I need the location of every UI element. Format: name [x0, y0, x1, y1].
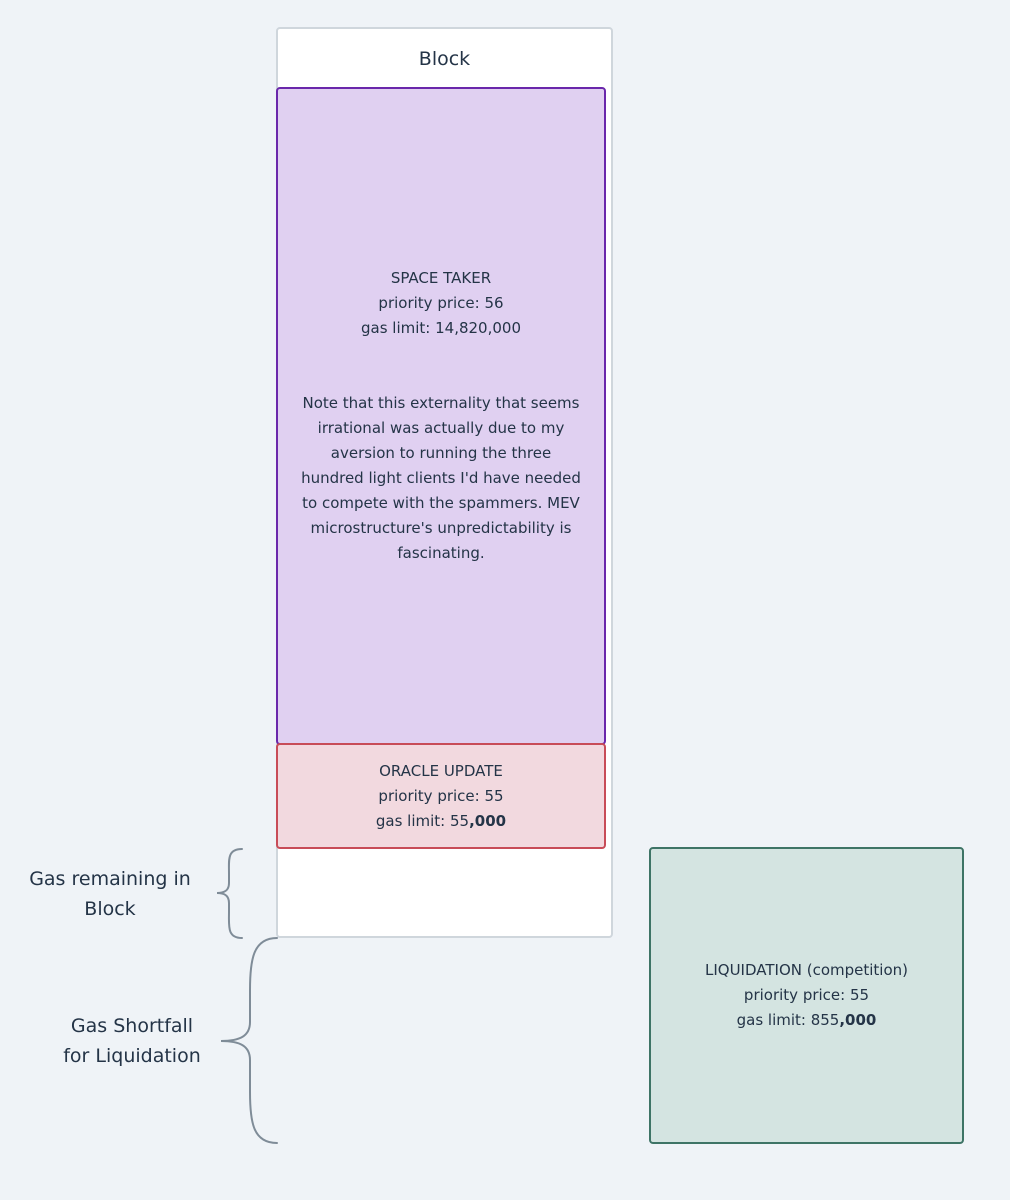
note-line: Note that this externality that seems: [302, 394, 580, 412]
note-line: aversion to running the three: [330, 444, 552, 462]
gas-remaining-brace: [216, 848, 243, 939]
gas-remaining-label-line2: Block: [84, 898, 136, 920]
gas-remaining-label-line1: Gas remaining in: [29, 868, 191, 890]
oracle-update-gas: gas limit: 55,000: [376, 809, 506, 834]
gas-shortfall-brace: [220, 937, 278, 1144]
oracle-update-name: ORACLE UPDATE: [379, 761, 503, 780]
gas-shortfall-label: Gas Shortfall for Liquidation: [42, 1011, 222, 1071]
liquidation-box: LIQUIDATION (competition) priority price…: [649, 847, 964, 1144]
note-line: to compete with the spammers. MEV: [302, 494, 580, 512]
oracle-gas-prefix: gas limit: 55: [375, 811, 470, 830]
space-taker-priority: priority price: 56: [378, 294, 504, 312]
note-line: fascinating.: [397, 544, 485, 562]
liquidation-gas-suffix: ,000: [839, 1011, 877, 1029]
note-line: microstructure's unpredictability is: [310, 519, 572, 537]
oracle-update-box: ORACLE UPDATE priority price: 55 gas lim…: [276, 743, 606, 849]
gas-shortfall-label-line1: Gas Shortfall: [70, 1015, 194, 1037]
oracle-gas-suffix: ,000: [469, 811, 507, 830]
note-line: irrational was actually due to my: [317, 419, 565, 437]
gas-shortfall-label-line2: for Liquidation: [63, 1045, 201, 1067]
space-taker-box: SPACE TAKER priority price: 56 gas limit…: [276, 87, 606, 745]
note-line: hundred light clients I'd have needed: [301, 469, 581, 487]
liquidation-gas: gas limit: 855,000: [737, 1008, 877, 1033]
liquidation-name: LIQUIDATION (competition): [704, 961, 909, 979]
space-taker-gas: gas limit: 14,820,000: [361, 319, 521, 337]
oracle-update-priority: priority price: 55: [378, 786, 504, 805]
liquidation-gas-prefix: gas limit: 855: [736, 1011, 840, 1029]
space-taker-note: Note that this externality that seems ir…: [291, 391, 591, 566]
space-taker-name: SPACE TAKER: [390, 269, 492, 287]
block-title: Block: [418, 48, 471, 70]
liquidation-priority: priority price: 55: [743, 986, 870, 1004]
gas-remaining-label: Gas remaining in Block: [10, 864, 210, 924]
